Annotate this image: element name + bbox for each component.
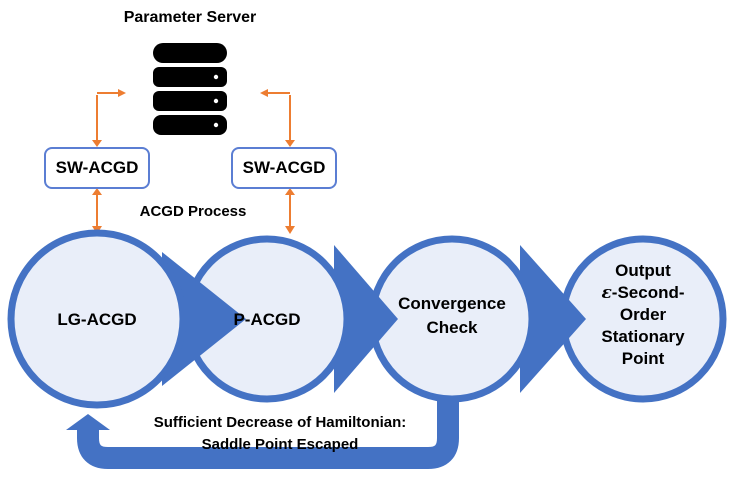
stage-output-label: Output ε-Second- Order Stationary Point	[583, 260, 703, 370]
output-line2: ε-Second-	[583, 282, 703, 304]
circle-convergence-check	[368, 235, 586, 403]
connector-right-circle	[285, 188, 295, 234]
parameter-server-title: Parameter Server	[123, 9, 257, 26]
acgd-process-label: ACGD Process	[139, 203, 247, 220]
worker-box-right-label: SW-ACGD	[242, 158, 326, 177]
stage-convergence-line2: Check	[426, 318, 478, 337]
feedback-line2: Saddle Point Escaped	[201, 436, 359, 453]
connector-left-circle	[92, 188, 102, 234]
connector-left-server	[92, 89, 126, 147]
output-line4: Stationary	[601, 327, 685, 346]
stage-lg-acgd-label: LG-ACGD	[57, 310, 137, 329]
database-icon	[153, 43, 227, 135]
worker-box-right: SW-ACGD	[231, 147, 337, 189]
feedback-arrow	[66, 392, 459, 469]
output-line1: Output	[615, 261, 671, 280]
stage-convergence-line1: Convergence	[398, 294, 506, 313]
output-line3: Order	[619, 305, 667, 324]
feedback-line1: Sufficient Decrease of Hamiltonian:	[153, 414, 407, 431]
connector-right-server	[260, 89, 295, 147]
feedback-label: Sufficient Decrease of Hamiltonian: Sadd…	[110, 412, 450, 456]
circle-lg-acgd	[7, 229, 246, 409]
epsilon-symbol: ε	[601, 283, 612, 303]
output-line5: Point	[621, 349, 665, 368]
stage-convergence-label: Convergence Check	[392, 292, 512, 340]
worker-box-left: SW-ACGD	[44, 147, 150, 189]
worker-box-left-label: SW-ACGD	[55, 158, 139, 177]
output-line2-text: -Second-	[611, 283, 685, 302]
circle-p-acgd	[183, 235, 398, 403]
stage-p-acgd-label: P-ACGD	[233, 310, 301, 329]
